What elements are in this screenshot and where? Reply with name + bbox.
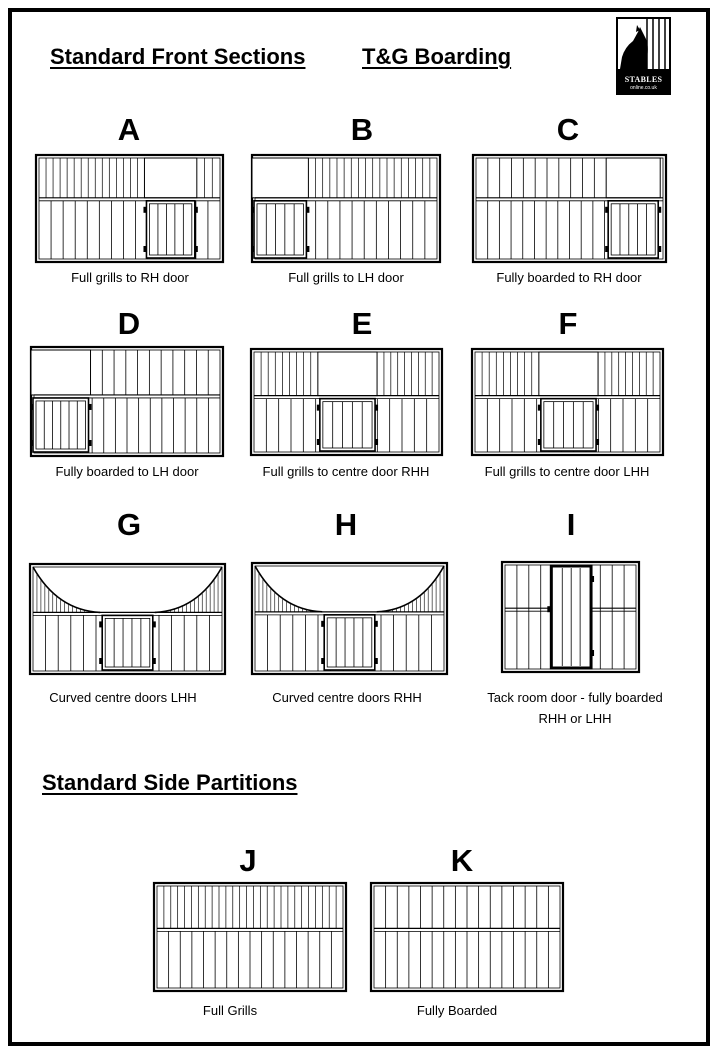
caption-c: Fully boarded to RH door	[496, 270, 642, 285]
caption-j: Full Grills	[202, 1003, 258, 1018]
caption-a: Full grills to RH door	[71, 270, 189, 285]
heading-tg-boarding: T&G Boarding	[362, 44, 512, 69]
caption-k: Fully Boarded	[416, 1003, 498, 1018]
caption-g: Curved centre doors LHH	[49, 690, 197, 705]
panel-letter-a: A	[117, 112, 141, 147]
logo-subtext: online.co.uk	[630, 85, 657, 91]
panel-letter-d: D	[117, 306, 141, 341]
caption-h: Curved centre doors RHH	[272, 690, 422, 705]
heading-standard-side-partitions: Standard Side Partitions	[42, 770, 298, 795]
caption-i-line2: RHH or LHH	[538, 711, 612, 726]
panel-letter-h: H	[334, 507, 358, 542]
panel-letter-g: G	[116, 507, 142, 542]
horse-head-icon	[618, 19, 669, 93]
caption-b: Full grills to LH door	[288, 270, 404, 285]
panel-letter-c: C	[556, 112, 580, 147]
panel-letter-k: K	[450, 843, 474, 878]
caption-f: Full grills to centre door LHH	[484, 464, 650, 479]
caption-e: Full grills to centre door RHH	[262, 464, 430, 479]
panel-letter-e: E	[351, 306, 373, 341]
heading-standard-front-sections: Standard Front Sections	[50, 44, 306, 69]
stables-logo: STABLES online.co.uk	[616, 17, 671, 95]
panel-letter-f: F	[558, 306, 578, 341]
logo-text: STABLES	[624, 75, 663, 84]
panel-letter-i: I	[566, 507, 576, 542]
panel-letter-j: J	[239, 843, 257, 878]
caption-d: Fully boarded to LH door	[55, 464, 199, 479]
caption-i: Tack room door - fully boarded	[487, 690, 663, 705]
panel-letter-b: B	[350, 112, 374, 147]
